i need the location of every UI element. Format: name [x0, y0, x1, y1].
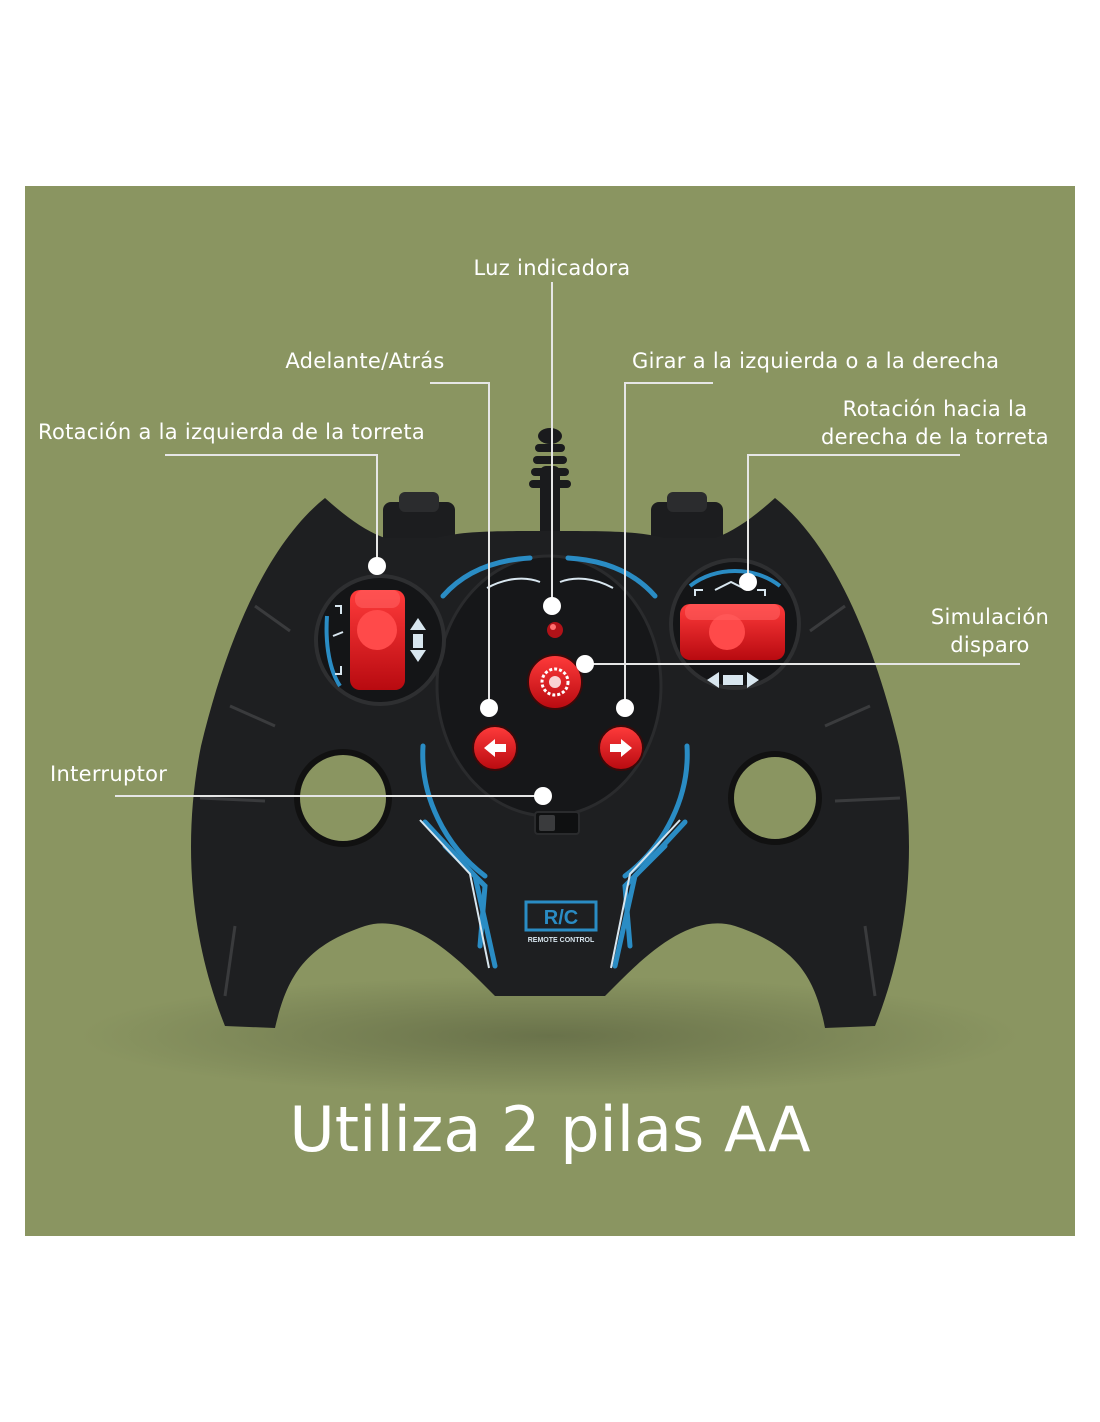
left-stick-arrows [410, 618, 426, 662]
rc-logo-subtext: REMOTE CONTROL [528, 937, 595, 944]
white-accents [419, 577, 681, 969]
product-image-panel: R/C REMOTE CONTROL [25, 186, 1075, 1236]
label-girar: Girar a la izquierda o a la derecha [632, 349, 1000, 373]
label-rotacion-derecha-line1: Rotación hacia la [842, 397, 1028, 421]
rc-logo-text: R/C [544, 907, 578, 929]
antenna [529, 428, 571, 546]
left-stick-marks [332, 605, 344, 675]
rc-controller-illustration: R/C REMOTE CONTROL [80, 282, 1020, 1096]
right-stick-arrows [707, 672, 759, 688]
callout-dots [368, 557, 757, 805]
label-rotacion-derecha-line2: derecha de la torreta [821, 425, 1049, 449]
grip-lines [199, 604, 901, 997]
label-luz-indicadora: Luz indicadora [473, 256, 631, 280]
left-grip-hole [297, 752, 389, 844]
controller-shadow [80, 976, 1020, 1096]
label-simulacion-disparo: Simulación disparo [915, 603, 1065, 659]
label-adelante-atras: Adelante/Atrás [285, 349, 445, 373]
label-simulacion-line1: Simulación [930, 605, 1050, 629]
label-rotacion-derecha: Rotación hacia la derecha de la torreta [805, 395, 1065, 451]
rc-logo: R/C REMOTE CONTROL [524, 900, 598, 944]
label-interruptor: Interruptor [50, 762, 168, 786]
right-grip-hole [731, 754, 819, 842]
footer-battery-text: Utiliza 2 pilas AA [289, 1093, 811, 1166]
indicator-light [547, 622, 563, 638]
callout-lines [115, 282, 1020, 797]
label-simulacion-line2: disparo [950, 633, 1030, 657]
label-rotacion-izquierda: Rotación a la izquierda de la torreta [38, 420, 426, 444]
